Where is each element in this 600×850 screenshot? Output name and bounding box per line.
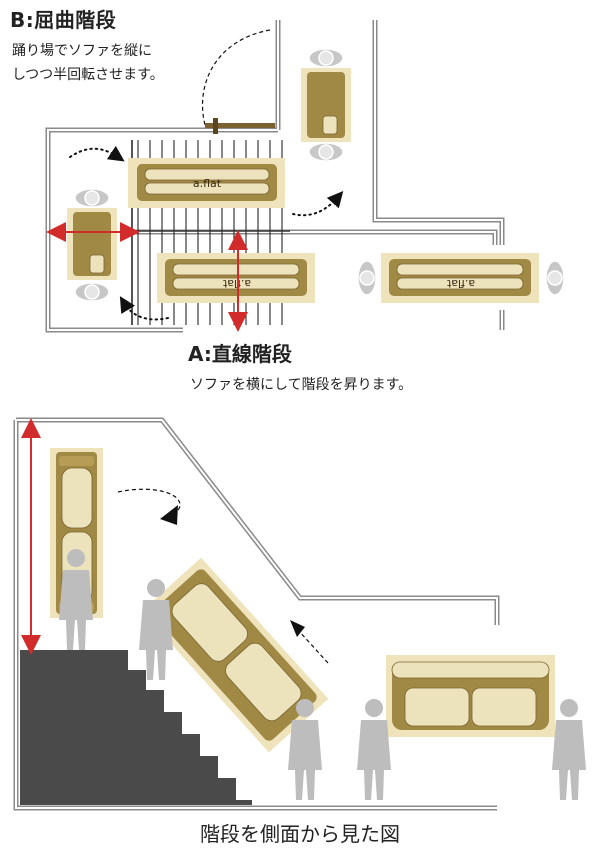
door-leaf	[205, 118, 275, 134]
sofa-side-flat	[386, 655, 555, 737]
section-a-title: A:直線階段	[188, 342, 292, 366]
sofa-label-rotated-right: a.flat	[446, 277, 475, 290]
sofa-label: a.flat	[193, 177, 222, 190]
plan-measure-arrows	[46, 222, 248, 332]
sofa-top-lower: a.flat	[157, 253, 315, 303]
section-b-title: B:屈曲階段	[10, 8, 117, 32]
sofa-top-center: a.flat	[128, 158, 285, 208]
section-a-description: ソファを横にして階段を昇ります。	[190, 377, 413, 393]
side-view-title: 階段を側面から見た図	[200, 822, 400, 846]
plan-motion-arrows	[69, 145, 344, 321]
section-b-description-line-1: 踊り場でソファを縦に	[12, 43, 152, 59]
side-walls-inner	[15, 419, 498, 809]
sofa-top-upright	[301, 48, 351, 162]
person-4	[357, 699, 391, 800]
person-5	[552, 699, 586, 800]
plan-view: a.flat a.flat a.flat	[45, 20, 565, 333]
sofa-side-tilted	[141, 557, 329, 753]
side-arrowhead-1	[160, 505, 178, 525]
side-arrowhead-2	[290, 620, 305, 637]
door-swing-arc	[201, 29, 271, 126]
sofa-label-rotated: a.flat	[222, 277, 251, 290]
sofa-top-right: a.flat	[357, 253, 565, 303]
section-b-description-line-2: しつつ半回転させます。	[12, 67, 164, 83]
sofa-top-left-vertical	[67, 188, 117, 302]
staircase	[20, 650, 252, 805]
side-view	[13, 417, 586, 811]
